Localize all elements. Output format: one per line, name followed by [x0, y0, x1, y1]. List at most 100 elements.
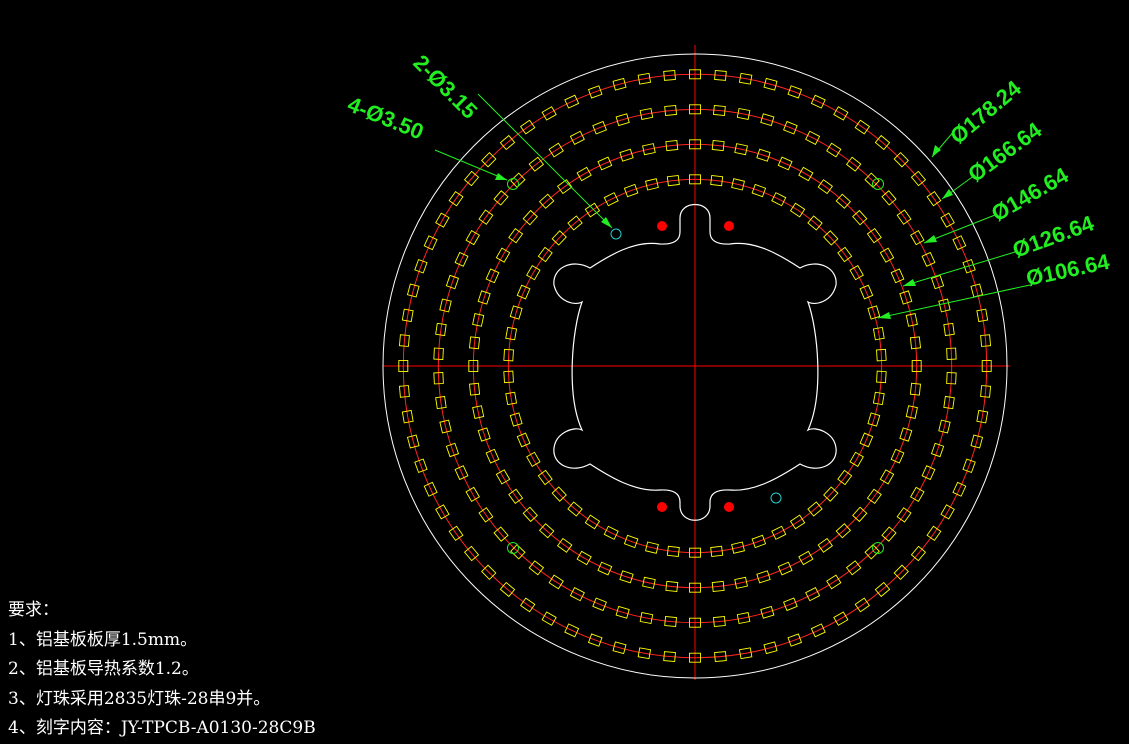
led-pad: [508, 488, 524, 505]
led-pad: [556, 179, 573, 195]
led-pad: [472, 313, 485, 327]
led-pad: [823, 230, 839, 246]
led-pad: [783, 120, 798, 135]
led-pad: [510, 544, 526, 560]
led-pad: [689, 652, 701, 663]
led-pad: [798, 166, 814, 182]
led-pad: [576, 550, 592, 566]
led-pad: [567, 215, 583, 231]
led-pad: [859, 432, 874, 448]
led-pad: [689, 104, 701, 115]
led-pad: [612, 641, 627, 655]
led-pad: [943, 322, 955, 337]
led-pad: [509, 305, 523, 320]
led-pad: [435, 504, 450, 520]
led-ring-circle: [507, 178, 883, 554]
note-item-2: 2、铝基板导热系数1.2。: [8, 659, 199, 679]
led-pad: [433, 347, 444, 360]
small-hole-bottom: [770, 492, 782, 504]
led-pad: [505, 391, 518, 406]
leader-line: [477, 93, 613, 229]
led-pad: [823, 486, 839, 502]
led-pad: [468, 382, 481, 396]
led-pad: [736, 107, 751, 120]
small-hole-top: [610, 228, 622, 240]
led-pad: [398, 385, 410, 398]
led-pad: [817, 537, 834, 553]
led-pad: [810, 623, 826, 638]
led-pad: [890, 268, 905, 284]
led-pad: [642, 143, 656, 156]
led-pad: [864, 544, 880, 560]
arrowhead: [924, 235, 937, 243]
led-pad: [711, 139, 725, 152]
led-pad: [519, 597, 536, 613]
led-pad: [465, 230, 480, 246]
led-pad: [876, 370, 887, 384]
led-pad: [519, 119, 536, 135]
led-pad: [905, 313, 918, 327]
led-pad: [439, 298, 452, 313]
led-pad: [689, 174, 701, 185]
led-pad: [909, 382, 922, 396]
led-pad: [980, 385, 992, 398]
led-pad: [603, 525, 619, 540]
led-pad: [423, 235, 438, 251]
led-pad: [826, 574, 842, 590]
leader-line: [434, 149, 508, 181]
led-pad: [538, 193, 555, 209]
led-pad: [910, 486, 925, 502]
led-pad: [805, 587, 821, 602]
led-pad: [879, 469, 895, 485]
led-pad: [763, 77, 778, 91]
led-pad: [448, 525, 464, 542]
led-pad: [445, 274, 460, 290]
led-pad: [849, 451, 864, 467]
led-pad: [689, 582, 701, 593]
led-pad: [805, 130, 821, 145]
led-ring-circle: [437, 108, 953, 624]
led-pad: [541, 611, 557, 626]
led-pad: [401, 308, 414, 323]
led-pad: [510, 172, 526, 188]
note-item-3: 3、灯珠采用2835灯珠-28串9并。: [8, 688, 271, 709]
led-pad: [472, 405, 485, 419]
led-pad: [639, 612, 654, 625]
led-pad: [639, 107, 654, 120]
led-pad: [946, 347, 957, 360]
led-pad: [556, 537, 573, 553]
mount-hole-bottom-right: [872, 542, 884, 554]
led-pad: [468, 336, 481, 350]
led-pad: [689, 547, 701, 558]
led-pad: [787, 85, 803, 99]
led-pad: [528, 560, 545, 576]
red-marker: [657, 502, 667, 512]
led-pad: [499, 134, 516, 151]
led-pad: [569, 130, 585, 145]
red-marker: [657, 221, 667, 231]
led-pad: [938, 298, 951, 313]
led-pad: [398, 334, 410, 347]
led-pad: [876, 348, 887, 362]
led-pad: [414, 458, 428, 474]
led-pad: [852, 209, 868, 226]
led-pad: [731, 178, 745, 191]
led-pad: [980, 334, 992, 347]
led-ring-circle: [472, 143, 918, 589]
led-pad: [787, 633, 803, 647]
led-pad: [837, 246, 853, 263]
led-pad: [763, 641, 778, 655]
led-pad: [597, 156, 613, 171]
led-pad: [751, 534, 767, 549]
led-pad: [734, 143, 748, 156]
led-pad: [689, 69, 701, 80]
leader-line: [902, 251, 1016, 287]
led-pad: [711, 580, 725, 593]
arrowhead: [601, 217, 612, 228]
led-pad: [587, 85, 603, 99]
led-pad: [637, 647, 652, 660]
led-pad: [619, 570, 634, 584]
dim-label-2-d3-15: 2-Ø3.15: [408, 50, 482, 124]
led-pad: [835, 193, 852, 209]
led-pad: [493, 190, 509, 206]
